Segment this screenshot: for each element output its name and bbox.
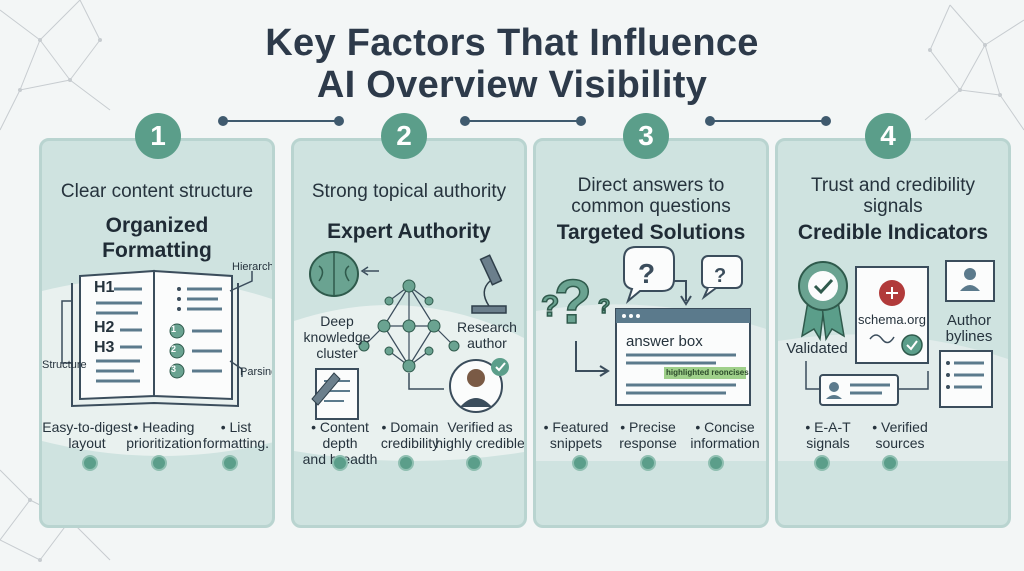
schema-label: schema.org: [858, 312, 926, 327]
bullet-dot: [222, 455, 238, 471]
answer-box-label: answer box: [626, 333, 703, 350]
connector-1-2: [218, 116, 344, 126]
question-mark-icon: ?: [554, 268, 592, 337]
card-subtitle-line-1: Trust and credibility: [810, 175, 976, 196]
list-number-1: 1: [171, 324, 177, 334]
step-badge-4: 4: [865, 113, 911, 159]
id-card-icon: [819, 374, 899, 406]
card-heading-line-2: Formatting: [102, 239, 212, 262]
speech-bubble-icon: ?: [623, 246, 675, 305]
card-expert-authority: Strong topical authority Expert Authorit…: [291, 138, 527, 528]
question-mark-icon: ?: [541, 290, 559, 323]
h3-label: H3: [94, 339, 115, 356]
schema-document-icon: [855, 266, 929, 364]
list-number-3: 3: [171, 364, 177, 374]
bullet-dot: [640, 455, 656, 471]
bullet-dot: [82, 455, 98, 471]
hierarchy-label: Hierarchy: [232, 261, 275, 273]
highlight-label: highlighted reoncises: [666, 368, 749, 377]
card-credible-indicators: Trust and credibility signals Credible I…: [775, 138, 1011, 528]
bullet-dot: [332, 455, 348, 471]
question-mark-icon: ?: [598, 296, 610, 318]
microscope-icon: [471, 254, 507, 314]
credibility-illustration: [798, 260, 995, 408]
card-subtitle-line-1: Direct answers to: [577, 175, 725, 196]
card-subtitle-line-2: common questions: [571, 196, 731, 217]
card-heading: Targeted Solutions: [556, 221, 746, 244]
title-line-2: AI Overview Visibility: [316, 64, 708, 106]
document-icon: [311, 368, 359, 420]
answer-box-illustration: ? ? ? ? ?: [540, 246, 751, 406]
card-subtitle-line-2: signals: [863, 196, 923, 217]
bullet-dot: [882, 455, 898, 471]
author-list-icon: [939, 350, 993, 408]
step-badge-2: 2: [381, 113, 427, 159]
connector-2-3: [460, 116, 586, 126]
brain-icon: [309, 251, 359, 297]
open-book-icon: [61, 269, 253, 408]
bullet-dot: [466, 455, 482, 471]
svg-text:?: ?: [638, 258, 655, 289]
bullet-dot: [151, 455, 167, 471]
card-targeted-solutions: Direct answers to common questions Targe…: [533, 138, 769, 528]
card-organized-formatting: Clear content structure Organized Format…: [39, 138, 275, 528]
list-number-2: 2: [171, 344, 177, 354]
award-badge-icon: [798, 261, 848, 342]
author-profile-icon: [945, 260, 995, 302]
parsing-label: Parsing: [240, 366, 275, 378]
bullet-dot: [708, 455, 724, 471]
card-subtitle: Clear content structure: [60, 181, 254, 202]
knowledge-network-illustration: [309, 251, 509, 420]
bullet-dot: [398, 455, 414, 471]
card-heading-line-1: Organized: [105, 214, 209, 237]
title-line-1: Key Factors That Influence: [265, 22, 759, 64]
svg-text:?: ?: [714, 265, 726, 287]
step-badge-1: 1: [135, 113, 181, 159]
card-heading: Credible Indicators: [797, 221, 989, 244]
page-title: Key Factors That Influence AI Overview V…: [0, 22, 1024, 106]
validated-label: Validated: [786, 340, 848, 357]
h2-label: H2: [94, 319, 115, 336]
step-badge-3: 3: [623, 113, 669, 159]
connector-3-4: [705, 116, 831, 126]
card-heading: Expert Authority: [327, 220, 491, 243]
bullet-dot: [572, 455, 588, 471]
structure-label: Structure: [42, 359, 87, 371]
h1-label: H1: [94, 279, 115, 296]
speech-bubble-icon: ?: [701, 255, 743, 301]
verified-author-icon: [449, 358, 509, 413]
bullet-dot: [814, 455, 830, 471]
card-subtitle: Strong topical authority: [311, 181, 507, 202]
